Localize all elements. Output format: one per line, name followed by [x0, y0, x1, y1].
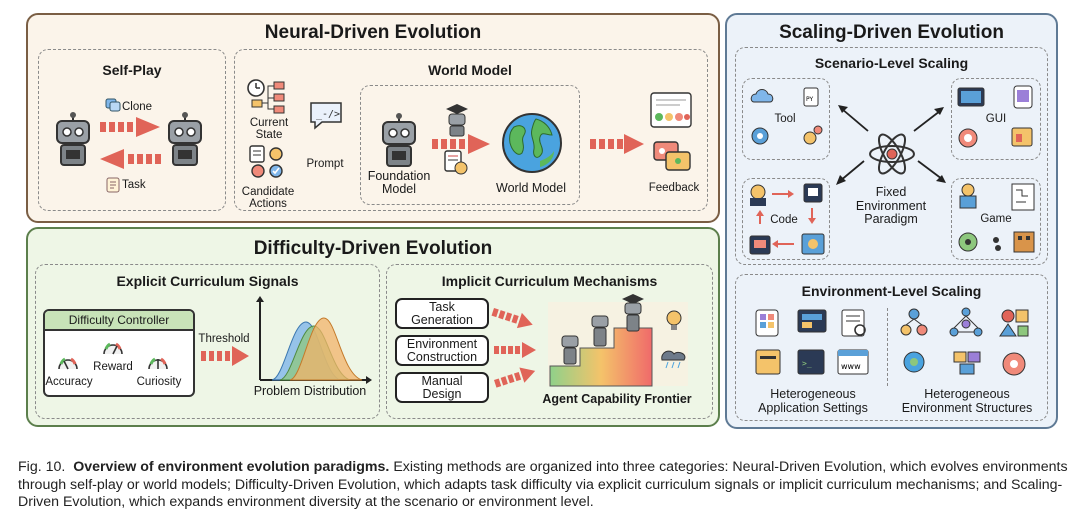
capability-frontier-icon — [548, 294, 688, 387]
svg-text:PY: PY — [806, 96, 813, 103]
caption-bold: Overview of environment evolution paradi… — [73, 459, 390, 475]
reward-label: Reward — [93, 361, 133, 373]
figure-caption: Fig. 10. Overview of environment evoluti… — [18, 459, 1068, 512]
scenario-level-title: Scenario-Level Scaling — [814, 55, 969, 71]
implicit-curriculum-box — [386, 264, 713, 419]
fixed-environment-paradigm-label: Fixed Environment Paradigm — [855, 185, 927, 226]
environment-level-divider — [887, 308, 888, 386]
globe-icon — [502, 113, 562, 173]
tool-icons: PY — [750, 87, 823, 145]
candidate-actions-label: Candidate Actions — [241, 186, 295, 210]
scenario-level-box — [735, 47, 1048, 265]
foundation-to-world-arrow — [432, 134, 490, 154]
environment-level-box — [735, 274, 1048, 421]
curiosity-label: Curiosity — [136, 376, 182, 388]
gui-icons — [957, 85, 1033, 148]
neural-driven-panel — [26, 13, 720, 223]
document-icon — [444, 150, 468, 175]
problem-distribution-plot — [256, 296, 372, 384]
foundation-model-label: Foundation Model — [367, 169, 431, 196]
game-label: Game — [980, 213, 1012, 225]
feedback-hand-icon — [653, 141, 691, 171]
atom-icon — [869, 133, 915, 175]
application-icons: >_ www — [755, 309, 869, 375]
code-icons — [749, 183, 825, 255]
svg-text:www: www — [841, 362, 861, 371]
prompt-icon: _-/> — [310, 102, 342, 130]
curiosity-gauge-icon — [148, 357, 168, 370]
task-label: Task — [122, 179, 146, 191]
threshold-label: Threshold — [198, 333, 250, 345]
caption-text: Existing methods are organized into thre… — [18, 459, 1068, 510]
task-icon — [106, 177, 120, 193]
current-state-icon — [247, 79, 285, 114]
world-model-title: World Model — [428, 62, 512, 78]
heterogeneous-application-settings-label: Heterogeneous Application Settings — [758, 387, 868, 415]
game-box — [951, 178, 1041, 260]
task-arrow — [100, 149, 161, 169]
game-icons — [958, 183, 1035, 253]
current-state-label: Current State — [249, 117, 289, 141]
heterogeneous-environment-structures-label: Heterogeneous Environment Structures — [901, 387, 1033, 415]
foundation-world-box — [360, 85, 580, 205]
environment-construction-box: Environment Construction — [395, 335, 489, 366]
svg-text:>_: >_ — [802, 359, 812, 368]
world-model-box — [234, 49, 708, 211]
robot-icon-clone — [168, 112, 202, 166]
scaling-driven-title: Scaling-Driven Evolution — [779, 22, 1004, 43]
structure-icons — [900, 307, 1029, 376]
prompt-label: Prompt — [306, 158, 344, 170]
world-model-label: World Model — [496, 181, 566, 195]
candidate-actions-icon — [249, 145, 283, 178]
feedback-label: Feedback — [648, 182, 700, 194]
neural-driven-title: Neural-Driven Evolution — [264, 22, 482, 43]
difficulty-driven-title: Difficulty-Driven Evolution — [253, 238, 493, 259]
self-play-box — [38, 49, 226, 211]
self-play-title: Self-Play — [102, 62, 162, 78]
implicit-curriculum-title: Implicit Curriculum Mechanisms — [441, 273, 658, 289]
clone-icon — [105, 98, 121, 112]
robot-icon — [56, 112, 90, 166]
world-to-feedback-arrow — [590, 134, 644, 154]
gui-box — [951, 78, 1041, 160]
reward-gauge-icon — [103, 342, 123, 355]
agent-capability-frontier-label: Agent Capability Frontier — [542, 392, 692, 406]
clone-arrow — [100, 117, 160, 137]
problem-distribution-label: Problem Distribution — [253, 384, 367, 398]
clone-label: Clone — [122, 101, 153, 113]
accuracy-label: Accuracy — [45, 376, 93, 388]
code-box — [742, 178, 830, 260]
difficulty-controller-header: Difficulty Controller — [45, 311, 193, 331]
svg-text:_-/>: _-/> — [316, 109, 340, 120]
tool-box — [742, 78, 830, 160]
threshold-arrow — [201, 346, 249, 366]
foundation-robot-icon — [382, 113, 416, 167]
graduate-robot-icon — [446, 104, 468, 137]
manual-design-box: Manual Design — [395, 372, 489, 403]
code-label: Code — [770, 214, 798, 226]
accuracy-gauge-icon — [58, 357, 78, 370]
explicit-curriculum-title: Explicit Curriculum Signals — [116, 273, 299, 289]
scenario-arrows — [836, 105, 946, 185]
tool-label: Tool — [774, 113, 796, 125]
implicit-arrows — [491, 308, 536, 388]
explicit-curriculum-box — [35, 264, 380, 419]
environment-level-title: Environment-Level Scaling — [801, 283, 982, 299]
caption-prefix: Fig. 10. — [18, 459, 66, 475]
task-generation-box: Task Generation — [395, 298, 489, 329]
feedback-survey-icon — [650, 92, 692, 128]
gui-label: GUI — [985, 113, 1007, 125]
